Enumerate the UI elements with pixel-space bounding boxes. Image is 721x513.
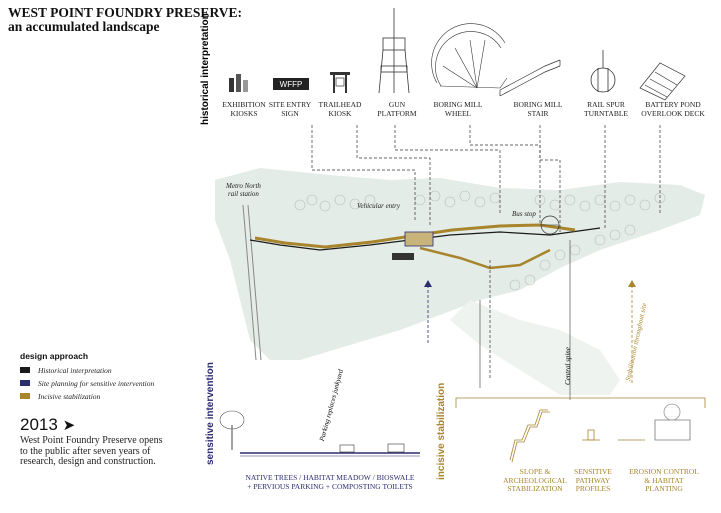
incisive-arrow [628,280,636,287]
timeline-description: West Point Foundry Preserve opens to the… [20,435,163,467]
trailhead-kiosk-icon [330,72,350,93]
note-central-spine: Central spine [564,347,572,385]
incisive-caption-slope: SLOPE & ARCHEOLOGICAL STABILIZATION [503,467,567,493]
section-label-sensitive: sensitive intervention [205,362,216,465]
legend-swatch-historical [20,367,30,373]
section-label-incisive: incisive stabilization [436,382,447,480]
arrow-icon: ➤ [62,417,76,434]
sensitive-section-drawing [219,410,420,457]
legend-swatch-incisive [20,393,30,399]
rail-line [242,204,257,361]
interpretation-icons: WFFP [229,8,686,101]
incisive-bracket [455,397,706,408]
rail-spur-turntable-icon [590,50,616,93]
timeline-year: 2013 ➤ [20,415,76,434]
legend-item-incisive: Incisive stabilization [20,391,100,401]
river-bank [450,300,620,395]
incisive-caption-pathway: SENSITIVE PATHWAY PROFILES [574,467,612,493]
page-title: WEST POINT FOUNDRY PRESERVE: an accumula… [8,6,242,34]
label-battery-pond-overlook-deck: BATTERY POND OVERLOOK DECK [641,100,705,118]
label-boring-mill-wheel: BORING MILL WHEEL [433,100,483,118]
note-vehicular-entry: Vehicular entry [357,202,400,210]
legend-title: design approach [20,351,89,361]
gun-platform-icon [378,8,410,94]
sign-text: WFFP [280,80,303,89]
note-bus-stop: Bus stop [512,210,536,218]
label-rail-spur-turntable: RAIL SPUR TURNTABLE [584,100,628,118]
rail-line-2 [247,204,262,361]
incisive-caption-erosion: EROSION CONTROL & HABITAT PLANTING [629,467,699,493]
section-label-historical: historical interpretation [200,13,211,125]
note-metro-north: Metro North rail station [226,182,261,198]
site-entry-sign-icon: WFFP [273,78,309,90]
parking-area [404,231,434,247]
exhibition-kiosk-icon [229,74,248,92]
title-line-2: an accumulated landscape [8,19,160,34]
entry-sign-map [392,253,414,260]
label-boring-mill-stair: BORING MILL STAIR [513,100,563,118]
label-trailhead-kiosk: TRAILHEAD KIOSK [318,100,362,118]
label-site-entry-sign: SITE ENTRY SIGN [268,100,312,118]
leader-lines [311,125,661,380]
label-exhibition-kiosks: EXHIBITION KIOSKS [222,100,266,118]
boring-mill-wheel-map [540,215,560,235]
incisive-section-drawings [509,403,691,463]
legend-item-sensitive: Site planning for sensitive intervention [20,378,154,388]
sensitive-caption: NATIVE TREES / HABITAT MEADOW / BIOSWALE… [245,473,415,491]
label-gun-platform: GUN PLATFORM [377,100,417,118]
boring-mill-wheel-icon [431,23,508,89]
title-line-1: WEST POINT FOUNDRY PRESERVE: [8,5,242,20]
sensitive-arrow [424,280,432,287]
boring-mill-stair-icon [499,59,561,97]
legend-swatch-sensitive [20,380,30,386]
legend-item-historical: Historical interpretation [20,365,112,375]
site-landmass [215,168,705,360]
battery-pond-deck-icon [639,62,686,101]
